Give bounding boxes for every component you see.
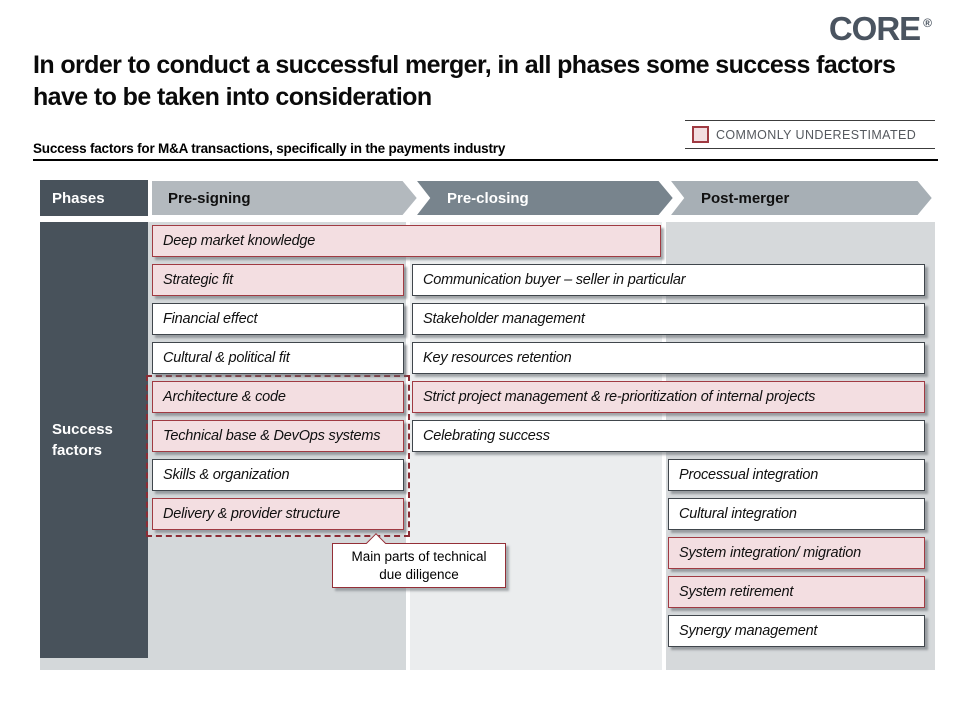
phases-header: Phases	[40, 180, 148, 216]
factor-financial-effect: Financial effect	[152, 303, 404, 335]
factor-architecture-code: Architecture & code	[152, 381, 404, 413]
factor-skills-organization: Skills & organization	[152, 459, 404, 491]
slide-subtitle: Success factors for M&A transactions, sp…	[33, 141, 506, 156]
factor-cultural-political-fit: Cultural & political fit	[152, 342, 404, 374]
factor-key-resources-retention: Key resources retention	[412, 342, 925, 374]
core-logo: CORE®	[829, 10, 932, 48]
phase-label-pre-closing: Pre-closing	[447, 189, 529, 207]
phase-label-post-merger: Post-merger	[701, 189, 790, 207]
factor-system-integration-migration: System integration/ migration	[668, 537, 925, 569]
technical-due-diligence-callout: Main parts of technical due diligence	[332, 533, 506, 588]
slide-title: In order to conduct a successful merger,…	[33, 51, 896, 111]
phase-label-pre-signing: Pre-signing	[168, 189, 251, 207]
factor-system-retirement: System retirement	[668, 576, 925, 608]
factor-technical-base-devops: Technical base & DevOps systems	[152, 420, 404, 452]
factor-deep-market-knowledge: Deep market knowledge	[152, 225, 661, 257]
factor-communication-buyer-seller: Communication buyer – seller in particul…	[412, 264, 925, 296]
factor-celebrating-success: Celebrating success	[412, 420, 925, 452]
callout-text: Main parts of technical due diligence	[351, 548, 487, 582]
factor-strategic-fit: Strategic fit	[152, 264, 404, 296]
core-logo-text: CORE	[828, 10, 921, 47]
factor-synergy-management: Synergy management	[668, 615, 925, 647]
technical-due-diligence-group-outline	[146, 375, 410, 537]
legend: COMMONLY UNDERESTIMATED	[685, 120, 935, 149]
phase-arrow-pre-closing: Pre-closing	[414, 179, 676, 217]
phases-header-label: Phases	[52, 189, 105, 207]
factor-cultural-integration: Cultural integration	[668, 498, 925, 530]
factor-stakeholder-management: Stakeholder management	[412, 303, 925, 335]
chevron-arrow-shape	[414, 179, 676, 217]
phase-arrow-post-merger: Post-merger	[668, 179, 935, 217]
success-factors-header: Success factors	[40, 222, 148, 658]
chevron-arrow-shape	[150, 179, 420, 217]
registered-mark: ®	[923, 16, 932, 30]
legend-highlight-swatch	[692, 126, 709, 143]
factor-delivery-provider-structure: Delivery & provider structure	[152, 498, 404, 530]
phase-arrow-pre-signing: Pre-signing	[150, 179, 420, 217]
factor-processual-integration: Processual integration	[668, 459, 925, 491]
legend-label: COMMONLY UNDERESTIMATED	[716, 127, 917, 142]
success-factors-label: Success factors	[52, 421, 113, 459]
factor-strict-project-management: Strict project management & re-prioritiz…	[412, 381, 925, 413]
subtitle-divider	[33, 159, 938, 161]
chevron-arrow-shape	[668, 179, 935, 217]
